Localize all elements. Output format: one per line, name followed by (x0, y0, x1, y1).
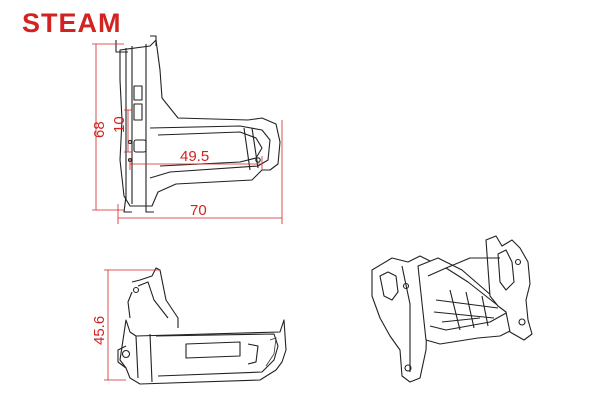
isometric-view-drawing (371, 235, 533, 383)
top-view-dimensions: 68 10 49.5 70 (91, 43, 283, 224)
dimension-70-label: 70 (190, 202, 207, 219)
top-view-drawing (115, 35, 281, 213)
dimension-68-label: 68 (91, 121, 108, 138)
logo-text: STEAM (22, 8, 122, 38)
steam-logo: STEAM (22, 8, 122, 38)
side-view-dimensions: 45.6 (91, 269, 160, 381)
side-view-drawing (117, 267, 287, 385)
dimension-49-5-label: 49.5 (180, 148, 209, 165)
dimension-10-label: 10 (111, 116, 128, 133)
dimension-45-6-label: 45.6 (91, 316, 108, 345)
